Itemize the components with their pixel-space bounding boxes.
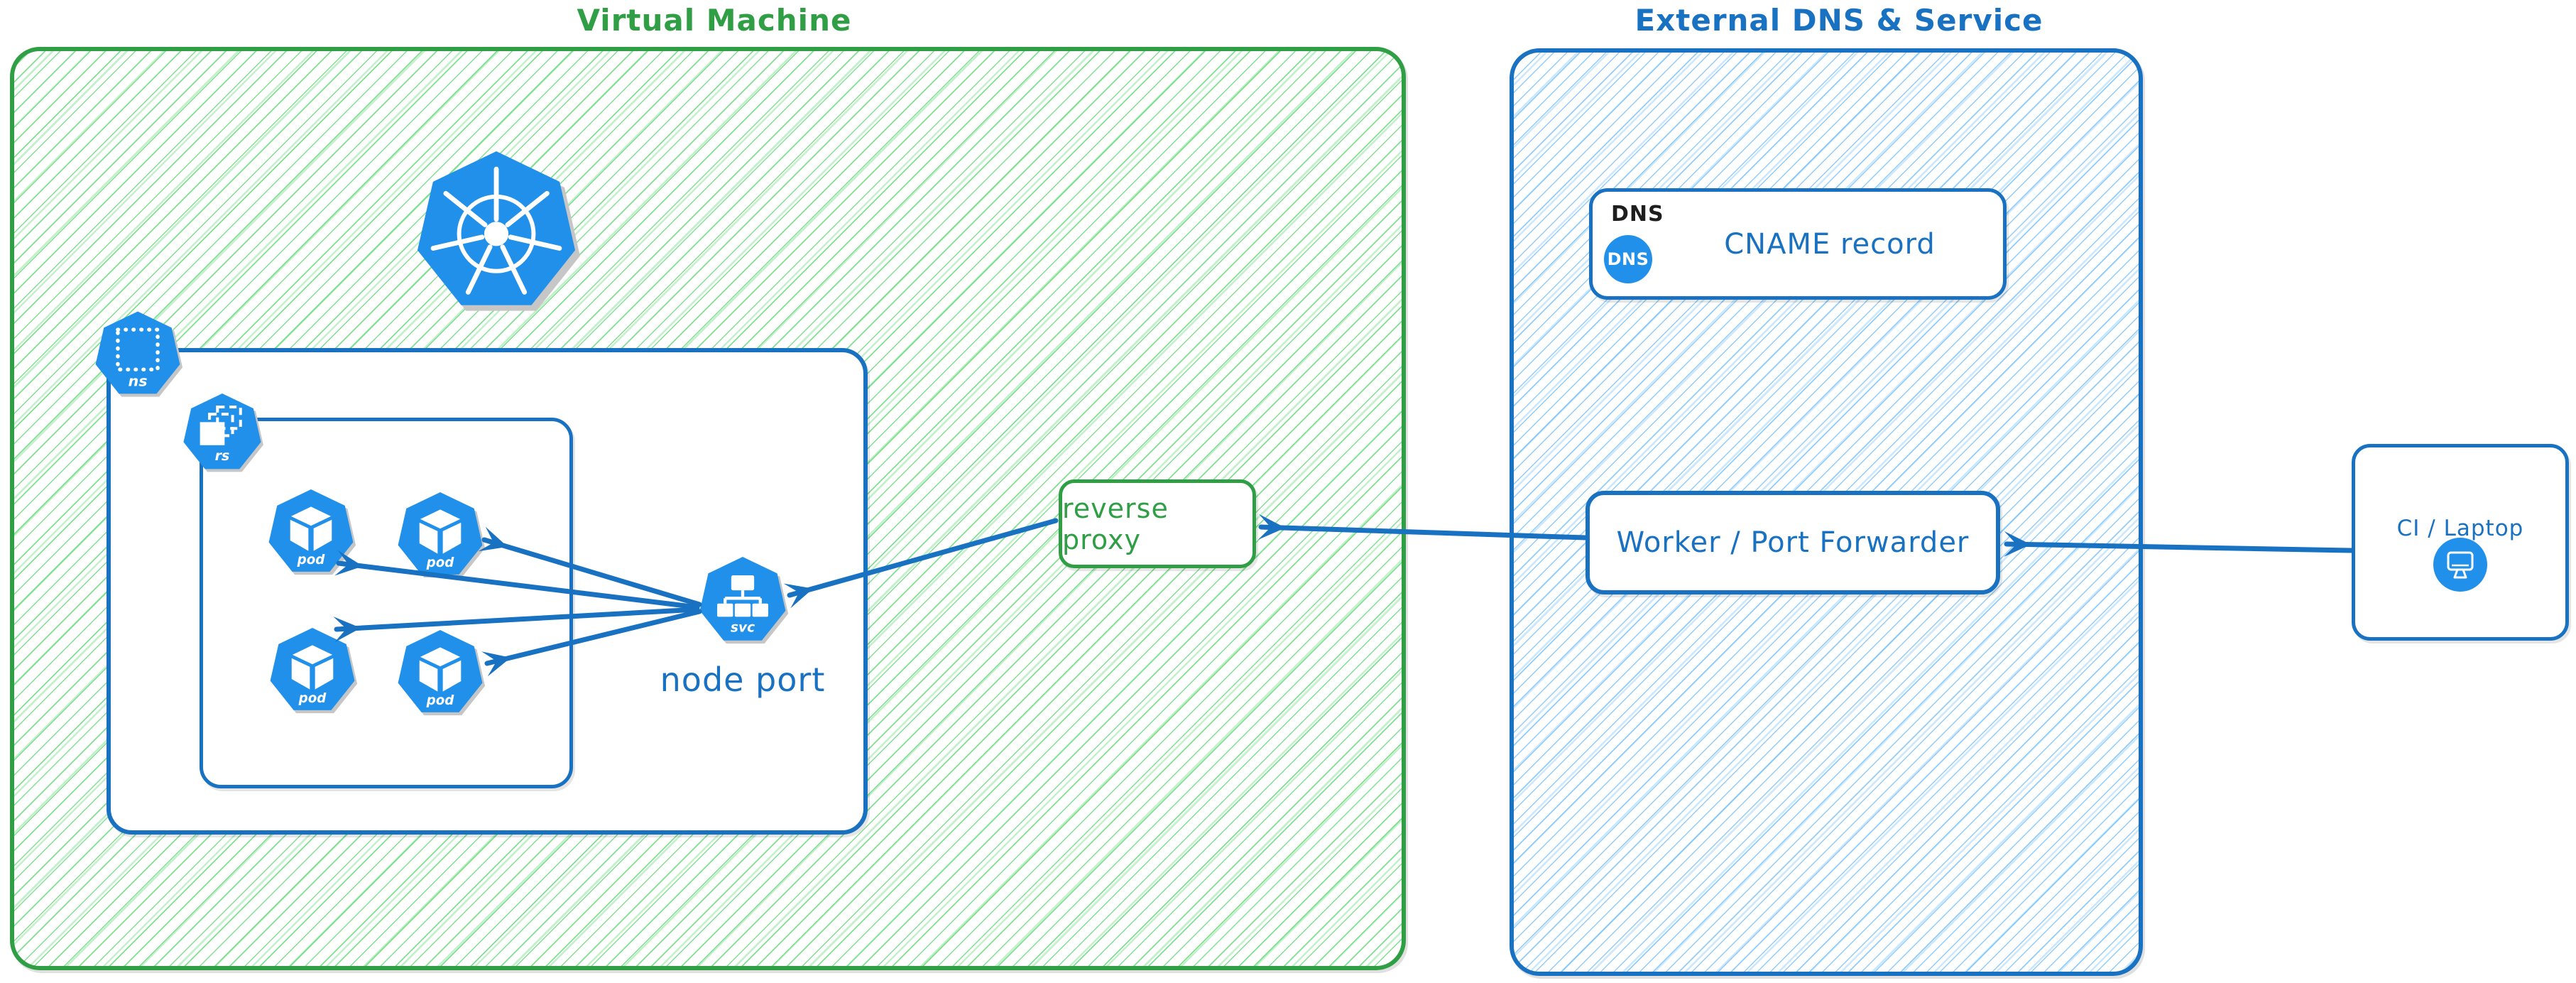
dns-tag-label: DNS — [1611, 202, 1664, 227]
worker-port-forwarder-box: Worker / Port Forwarder — [1586, 491, 2000, 594]
ci-laptop-box: CI / Laptop — [2352, 444, 2569, 641]
svg-text:svc: svc — [731, 620, 755, 635]
pod-icon-1: pod — [268, 489, 356, 576]
svg-text:pod: pod — [426, 693, 455, 708]
svg-text:pod: pod — [297, 553, 326, 567]
namespace-icon: ns — [94, 310, 183, 399]
worker-port-forwarder-label: Worker / Port Forwarder — [1616, 526, 1970, 559]
pod-icon-2: pod — [397, 492, 486, 579]
svg-text:pod: pod — [298, 691, 327, 706]
reverse-proxy-label: reverse proxy — [1062, 492, 1169, 555]
svg-text:pod: pod — [426, 555, 455, 570]
kubernetes-logo-icon — [415, 148, 580, 316]
svg-text:ns: ns — [128, 372, 147, 389]
laptop-monitor-icon — [2433, 538, 2487, 592]
virtual-machine-title: Virtual Machine — [577, 3, 852, 38]
pod-icon-3: pod — [269, 628, 358, 715]
pod-icon-4: pod — [397, 630, 486, 717]
external-dns-service-title: External DNS & Service — [1634, 3, 2043, 38]
service-icon: svc — [699, 557, 789, 645]
dns-record-box: DNS DNS CNAME record — [1589, 188, 2007, 300]
replicaset-icon: rs — [182, 393, 263, 474]
reverse-proxy-box: reverse proxy — [1059, 479, 1256, 568]
node-port-caption: node port — [660, 661, 826, 699]
ci-laptop-label: CI / Laptop — [2396, 516, 2524, 541]
cname-record-label: CNAME record — [1724, 227, 1936, 261]
dns-badge-icon: DNS — [1604, 235, 1652, 283]
svg-text:rs: rs — [215, 448, 230, 464]
